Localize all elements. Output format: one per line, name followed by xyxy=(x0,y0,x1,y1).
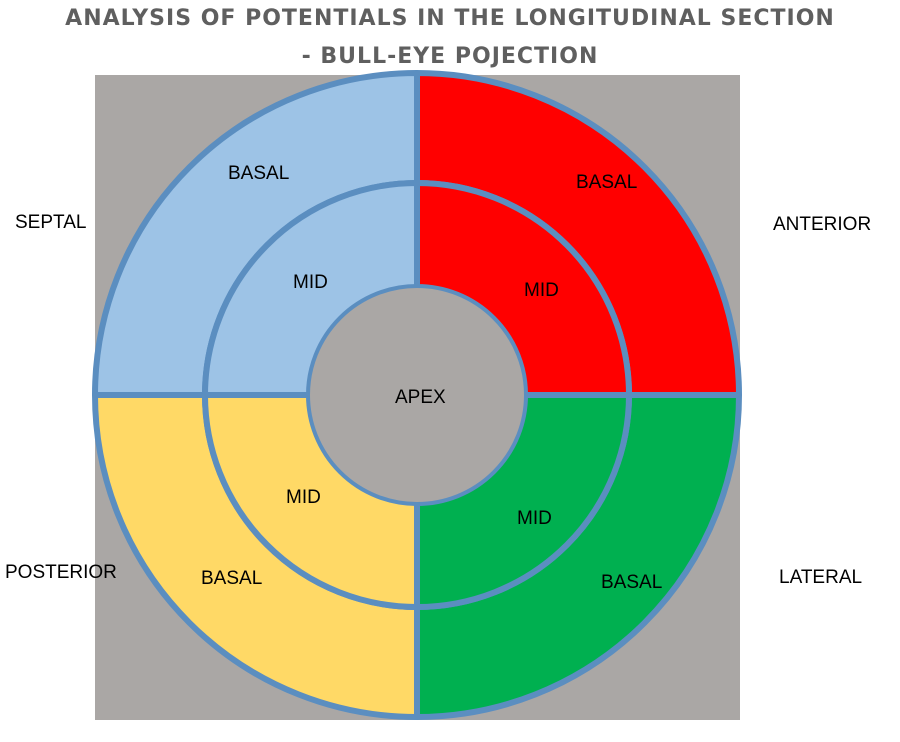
lateral-mid-label: MID xyxy=(517,508,552,529)
title-line-1: ANALYSIS OF POTENTIALS IN THE LONGITUDIN… xyxy=(65,6,835,31)
lateral-basal-label: BASAL xyxy=(601,572,662,593)
apex-label: APEX xyxy=(395,387,446,408)
posterior-basal-label: BASAL xyxy=(201,568,262,589)
apex-segment[interactable] xyxy=(308,286,526,504)
lateral-region-label: LATERAL xyxy=(779,567,863,588)
septal-mid-label: MID xyxy=(293,272,328,293)
anterior-region-label: ANTERIOR xyxy=(773,214,872,235)
posterior-mid-label: MID xyxy=(286,487,321,508)
anterior-mid-label: MID xyxy=(524,280,559,301)
title-line-2: - BULL-EYE POJECTION xyxy=(301,44,599,69)
posterior-region-label: POSTERIOR xyxy=(5,562,117,583)
septal-basal-label: BASAL xyxy=(228,163,289,184)
anterior-basal-label: BASAL xyxy=(576,172,637,193)
septal-region-label: SEPTAL xyxy=(15,212,87,233)
